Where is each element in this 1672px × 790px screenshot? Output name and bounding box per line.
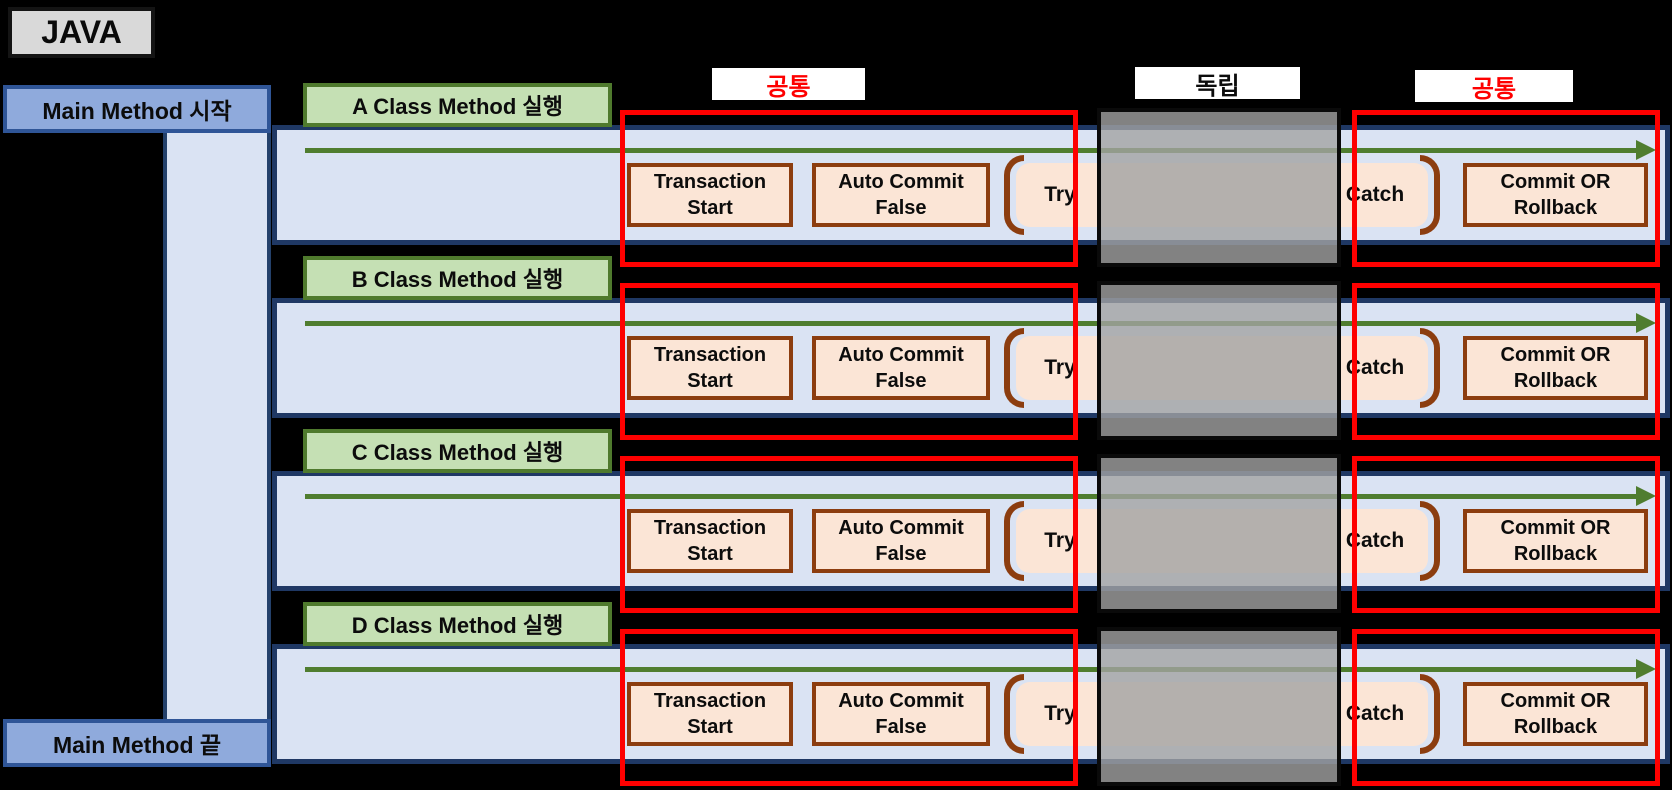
flow-arrow-head-icon	[1636, 659, 1656, 679]
main-method-end-box: Main Method 끝	[3, 719, 271, 767]
common-section-highlight-right	[1352, 110, 1660, 267]
row-label-c-text: C Class Method 실행	[351, 440, 564, 465]
common-section-highlight-left	[620, 629, 1078, 786]
commit-or-rollback-box: Commit OR Rollback	[1463, 509, 1648, 573]
auto-commit-false-box: Auto Commit False	[812, 682, 990, 746]
commit-or-rollback-box: Commit OR Rollback	[1463, 682, 1648, 746]
auto-commit-false-box: Auto Commit False	[812, 509, 990, 573]
independent-section-overlay	[1097, 281, 1341, 440]
row-label-d-text: D Class Method 실행	[351, 613, 564, 638]
try-label: Try	[1044, 356, 1076, 379]
main-method-start-label: Main Method 시작	[42, 98, 232, 124]
common-section-highlight-right	[1352, 456, 1660, 613]
flow-arrow-head-icon	[1636, 486, 1656, 506]
commit-or-rollback-box: Commit OR Rollback	[1463, 336, 1648, 400]
commit-or-rollback-box: Commit OR Rollback	[1463, 163, 1648, 227]
try-open-bracket-icon	[1004, 501, 1024, 581]
catch-label: Catch	[1345, 702, 1405, 725]
flow-arrow-head-icon	[1636, 140, 1656, 160]
method-row-a: A Class Method 실행 Transaction Start Auto…	[0, 83, 1672, 273]
transaction-start-box: Transaction Start	[627, 163, 793, 227]
catch-close-bracket-icon	[1420, 155, 1440, 235]
independent-section-overlay	[1097, 454, 1341, 613]
transaction-start-box: Transaction Start	[627, 336, 793, 400]
catch-close-bracket-icon	[1420, 328, 1440, 408]
method-row-b: B Class Method 실행 Transaction Start Auto…	[0, 256, 1672, 446]
main-method-start-box: Main Method 시작	[3, 85, 271, 133]
method-row-c: C Class Method 실행 Transaction Start Auto…	[0, 429, 1672, 619]
common-section-highlight-right	[1352, 629, 1660, 786]
java-title-box: JAVA	[8, 7, 155, 58]
header-common-left: 공통	[712, 68, 865, 101]
transaction-start-box: Transaction Start	[627, 682, 793, 746]
row-label-b: B Class Method 실행	[303, 256, 612, 300]
try-label: Try	[1044, 529, 1076, 552]
flow-arrow-line	[305, 148, 1638, 153]
catch-label: Catch	[1345, 356, 1405, 379]
flow-arrow-line	[305, 321, 1638, 326]
main-method-end-label: Main Method 끝	[52, 732, 222, 758]
flow-arrow-line	[305, 667, 1638, 672]
common-section-highlight-left	[620, 283, 1078, 440]
common-section-highlight-right	[1352, 283, 1660, 440]
row-label-a: A Class Method 실행	[303, 83, 612, 127]
method-row-d: D Class Method 실행 Transaction Start Auto…	[0, 602, 1672, 790]
java-title: JAVA	[41, 14, 122, 50]
flow-arrow-head-icon	[1636, 313, 1656, 333]
row-label-c: C Class Method 실행	[303, 429, 612, 473]
catch-label: Catch	[1345, 183, 1405, 206]
independent-section-overlay	[1097, 627, 1341, 786]
row-label-d: D Class Method 실행	[303, 602, 612, 646]
header-common-right-label: 공통	[1471, 75, 1517, 103]
try-open-bracket-icon	[1004, 674, 1024, 754]
header-independent-label: 독립	[1195, 72, 1240, 100]
try-label: Try	[1044, 183, 1076, 206]
common-section-highlight-left	[620, 110, 1078, 267]
header-independent: 독립	[1135, 67, 1300, 100]
header-common-right: 공통	[1415, 70, 1573, 103]
header-common-left-label: 공통	[766, 73, 811, 101]
catch-label: Catch	[1345, 529, 1405, 552]
row-label-a-text: A Class Method 실행	[352, 94, 563, 119]
try-label: Try	[1044, 702, 1076, 725]
catch-close-bracket-icon	[1420, 674, 1440, 754]
main-method-lifeline	[163, 133, 271, 719]
row-label-b-text: B Class Method 실행	[351, 267, 564, 292]
flow-arrow-line	[305, 494, 1638, 499]
catch-close-bracket-icon	[1420, 501, 1440, 581]
auto-commit-false-box: Auto Commit False	[812, 163, 990, 227]
transaction-start-box: Transaction Start	[627, 509, 793, 573]
independent-section-overlay	[1097, 108, 1341, 267]
common-section-highlight-left	[620, 456, 1078, 613]
auto-commit-false-box: Auto Commit False	[812, 336, 990, 400]
try-open-bracket-icon	[1004, 328, 1024, 408]
try-open-bracket-icon	[1004, 155, 1024, 235]
